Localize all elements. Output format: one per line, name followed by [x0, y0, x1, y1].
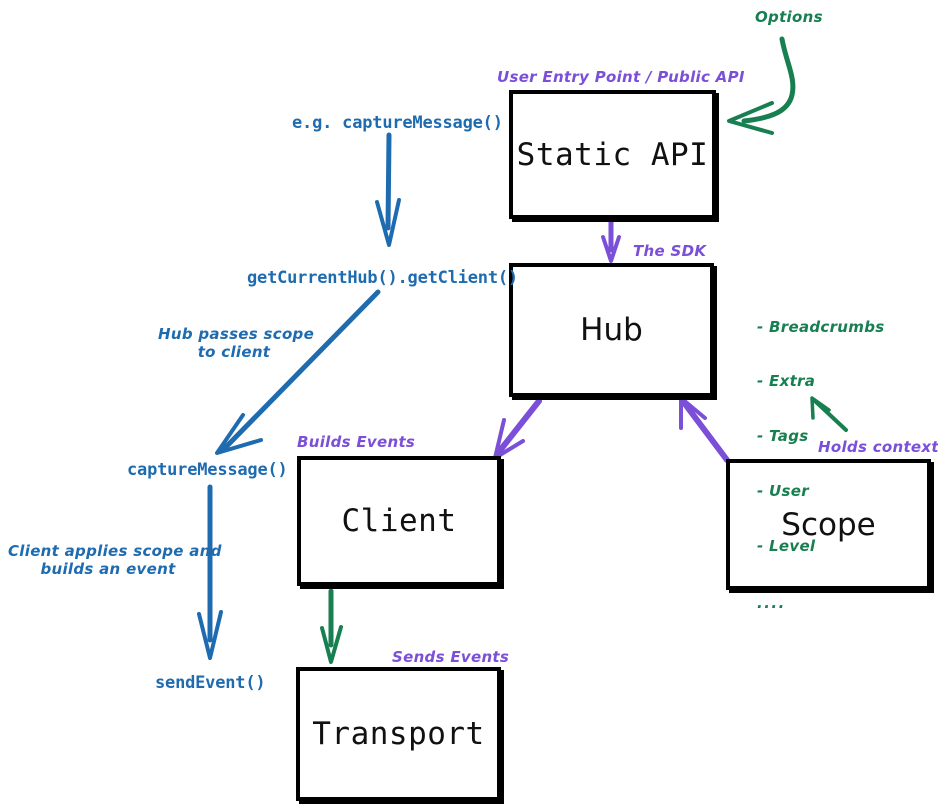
node-client[interactable]: Client [297, 456, 501, 586]
label-send-event: sendEvent() [155, 673, 266, 693]
label-capture-message: captureMessage() [127, 460, 288, 480]
scope-list-item-extra: - Extra [757, 372, 816, 391]
label-get-current-hub-get-client: getCurrentHub().getClient() [247, 268, 518, 288]
node-transport-label: Transport [312, 716, 485, 752]
node-static-api[interactable]: Static API [509, 90, 716, 219]
node-static-api-label: Static API [516, 136, 709, 173]
label-client-applies-scope: Client applies scope and builds an event [8, 542, 222, 579]
edge-eg-capture-to-static-api-icon [375, 132, 401, 247]
edge-getclient-to-capturemessage-icon [215, 289, 381, 455]
label-builds-events: Builds Events [297, 433, 416, 451]
edge-static-api-to-hub-icon [601, 219, 621, 263]
label-sends-events: Sends Events [392, 648, 510, 666]
node-scope[interactable]: Scope [726, 459, 931, 590]
node-hub-label: Hub [580, 312, 643, 348]
edge-client-to-transport-icon [320, 588, 343, 664]
scope-list-item-tags: - Tags [757, 427, 809, 446]
node-transport[interactable]: Transport [296, 667, 501, 801]
node-hub[interactable]: Hub [509, 263, 714, 397]
scope-list-item-level: - Level [757, 537, 816, 556]
label-eg-capture-message: e.g. captureMessage() [292, 113, 503, 133]
scope-list-ellipsis: .... [757, 594, 786, 613]
scope-list-item-breadcrumbs: - Breadcrumbs [757, 317, 885, 336]
label-the-sdk: The SDK [633, 242, 707, 260]
label-hub-passes-scope-to-client: Hub passes scope to client [158, 325, 315, 362]
label-holds-context: Holds context [818, 438, 938, 456]
edge-scope-to-hub-icon [679, 396, 730, 463]
scope-list-item-user: - User [757, 482, 809, 501]
label-options: Options [755, 8, 823, 26]
node-client-label: Client [341, 503, 457, 539]
node-scope-label: Scope [781, 506, 876, 543]
scope-context-list: - Breadcrumbs - Extra - Tags - User - Le… [757, 281, 884, 649]
edge-hub-to-client-icon [493, 398, 542, 460]
label-user-entry-point: User Entry Point / Public API [497, 68, 745, 86]
